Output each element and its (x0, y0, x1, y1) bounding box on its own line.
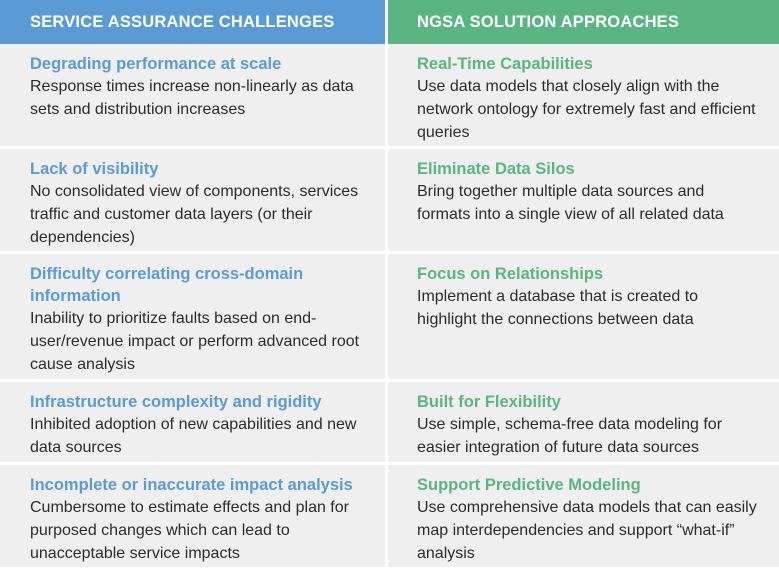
solution-cell: Real-Time Capabilities Use data models t… (388, 44, 779, 149)
challenge-cell: Infrastructure complexity and rigidity I… (0, 382, 388, 465)
header-solutions: NGSA SOLUTION APPROACHES (388, 0, 779, 44)
header-challenges: SERVICE ASSURANCE CHALLENGES (0, 0, 388, 44)
solution-cell: Eliminate Data Silos Bring together mult… (388, 149, 779, 254)
challenge-cell: Difficulty correlating cross-domain info… (0, 254, 388, 382)
solution-title: Eliminate Data Silos (417, 160, 575, 178)
solution-cell: Support Predictive Modeling Use comprehe… (388, 465, 779, 567)
challenge-text: Cumbersome to estimate effects and plan … (30, 499, 349, 562)
solution-text: Use comprehensive data models that can e… (417, 499, 757, 562)
challenge-cell: Lack of visibility No consolidated view … (0, 149, 388, 254)
solution-text: Bring together multiple data sources and… (417, 183, 724, 223)
solution-text: Use simple, schema-free data modeling fo… (417, 416, 723, 456)
challenge-text: Inhibited adoption of new capabilities a… (30, 416, 357, 456)
challenge-text: Response times increase non-linearly as … (30, 78, 354, 118)
solution-title: Built for Flexibility (417, 393, 561, 411)
challenge-cell: Incomplete or inaccurate impact analysis… (0, 465, 388, 567)
solution-title: Support Predictive Modeling (417, 476, 641, 494)
solution-title: Focus on Relationships (417, 265, 604, 283)
challenge-title: Difficulty correlating cross-domain info… (30, 265, 304, 305)
solution-cell: Focus on Relationships Implement a datab… (388, 254, 779, 382)
challenge-text: Inability to prioritize faults based on … (30, 310, 360, 373)
solution-text: Use data models that closely align with … (417, 78, 756, 141)
challenge-text: No consolidated view of components, serv… (30, 183, 359, 246)
solution-cell: Built for Flexibility Use simple, schema… (388, 382, 779, 465)
challenge-title: Degrading performance at scale (30, 55, 282, 73)
challenge-title: Lack of visibility (30, 160, 159, 178)
challenge-cell: Degrading performance at scale Response … (0, 44, 388, 149)
challenge-title: Infrastructure complexity and rigidity (30, 393, 322, 411)
solution-title: Real-Time Capabilities (417, 55, 593, 73)
solution-text: Implement a database that is created to … (417, 288, 699, 328)
challenge-title: Incomplete or inaccurate impact analysis (30, 476, 353, 494)
